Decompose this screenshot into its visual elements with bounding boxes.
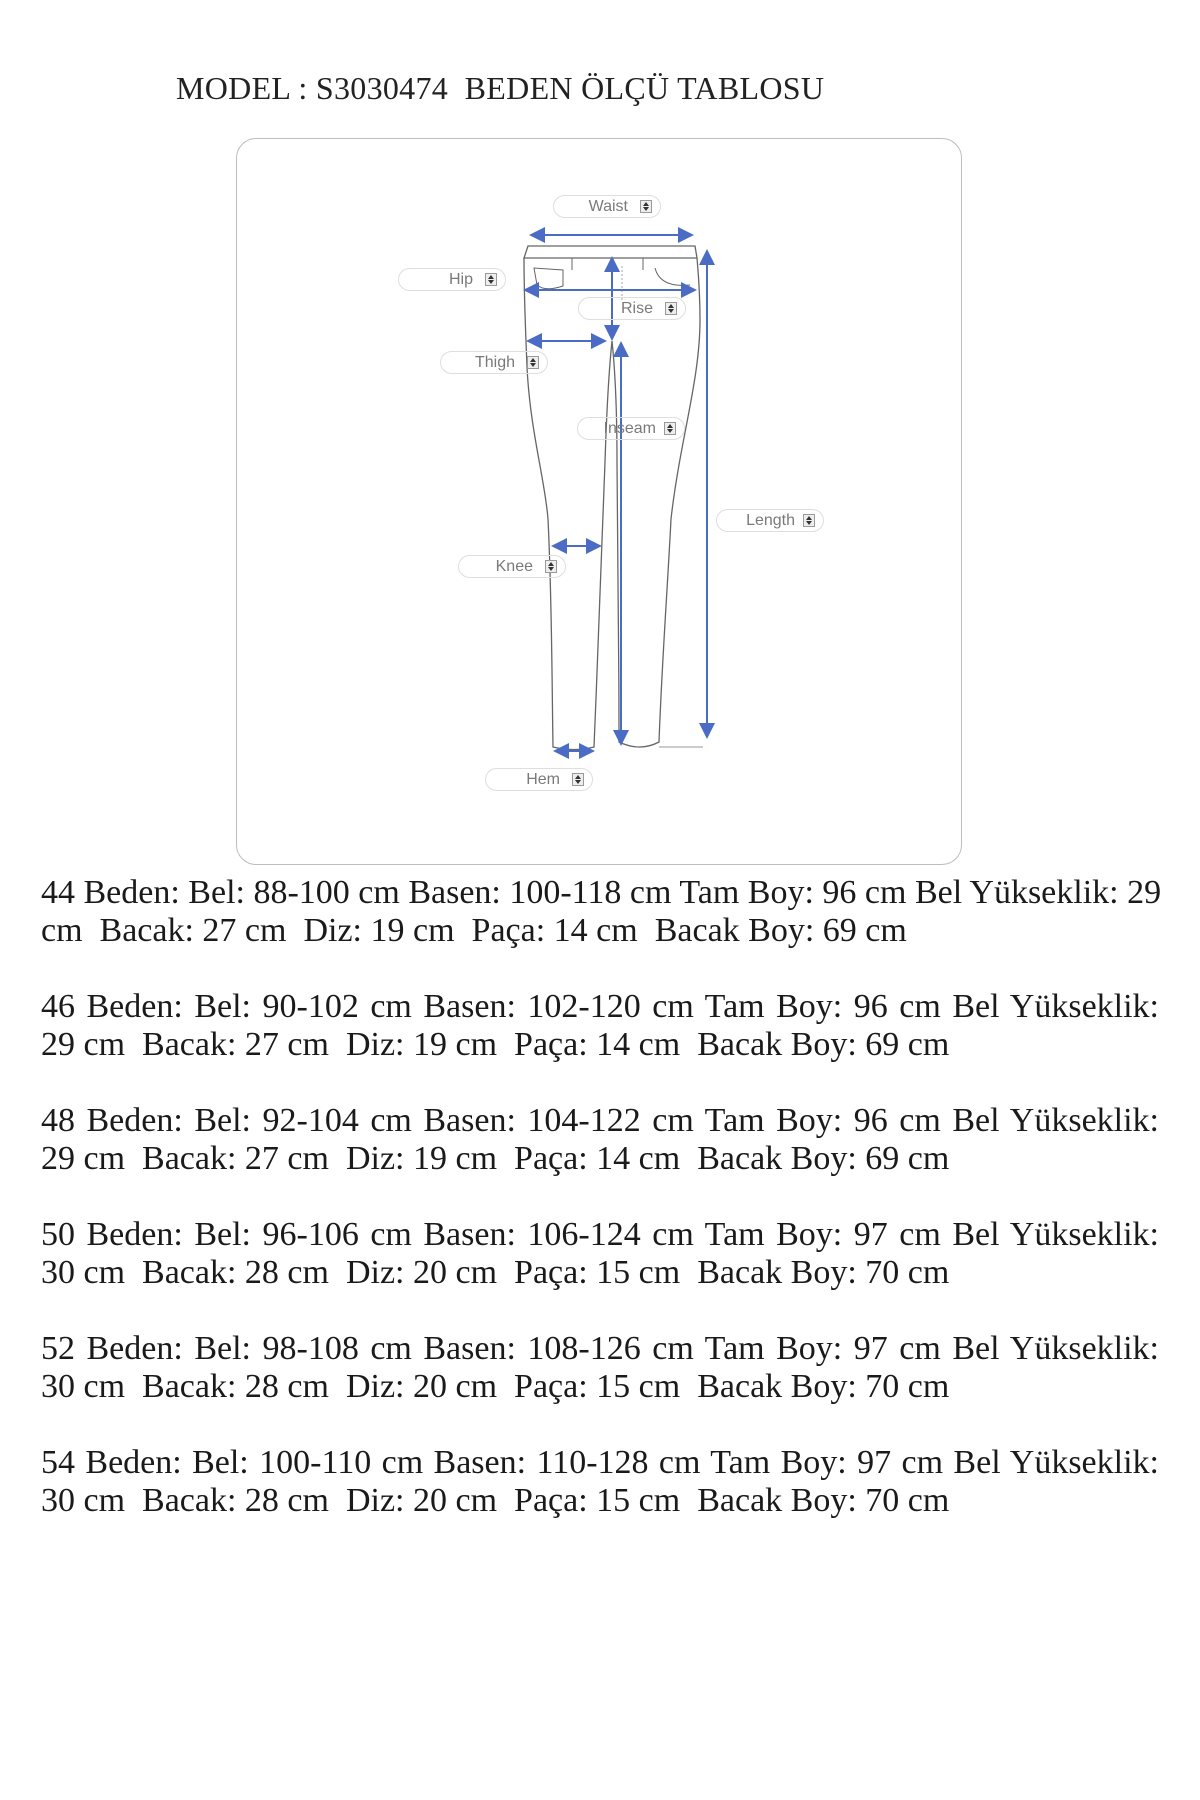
size-entry-46: 46 Beden: Bel: 90-102 cm Basen: 102-120 …	[41, 988, 1159, 1102]
knee-text: Knee	[495, 558, 533, 575]
spinner-icon	[527, 356, 539, 369]
thigh-text: Thigh	[474, 354, 515, 371]
size-line: 29 cm Bacak: 27 cm Diz: 19 cm Paça: 14 c…	[41, 1026, 950, 1063]
hem-text: Hem	[526, 771, 560, 788]
spinner-icon	[803, 514, 815, 527]
size-line: 48 Beden: Bel: 92-104 cm Basen: 104-122 …	[41, 1102, 1159, 1139]
spinner-icon	[664, 422, 676, 435]
measure-arrows	[523, 227, 715, 759]
length-label: Length	[716, 509, 824, 532]
diagram-panel	[236, 138, 962, 865]
thigh-label: Thigh	[440, 351, 548, 374]
rise-label: Rise	[578, 297, 686, 320]
hip-label: Hip	[398, 268, 506, 291]
inseam-label: Inseam	[577, 417, 685, 440]
page-title: MODEL : S3030474 BEDEN ÖLÇÜ TABLOSU	[176, 70, 825, 106]
size-entry-54: 54 Beden: Bel: 100-110 cm Basen: 110-128…	[41, 1444, 1159, 1558]
size-line: 52 Beden: Bel: 98-108 cm Basen: 108-126 …	[41, 1330, 1159, 1367]
waist-label: Waist	[553, 195, 661, 218]
size-list: 44 Beden: Bel: 88-100 cm Basen: 100-118 …	[41, 874, 1162, 1558]
size-line: 44 Beden: Bel: 88-100 cm Basen: 100-118 …	[41, 874, 1162, 911]
size-entry-52: 52 Beden: Bel: 98-108 cm Basen: 108-126 …	[41, 1330, 1159, 1444]
pants-outline	[523, 245, 703, 751]
size-line: 30 cm Bacak: 28 cm Diz: 20 cm Paça: 15 c…	[41, 1254, 950, 1291]
spinner-icon	[665, 302, 677, 315]
size-line: 29 cm Bacak: 27 cm Diz: 19 cm Paça: 14 c…	[41, 1140, 950, 1177]
knee-label: Knee	[458, 555, 566, 578]
size-entry-44: 44 Beden: Bel: 88-100 cm Basen: 100-118 …	[41, 874, 1162, 988]
spinner-icon	[545, 560, 557, 573]
size-line: cm Bacak: 27 cm Diz: 19 cm Paça: 14 cm B…	[41, 912, 907, 949]
size-entry-48: 48 Beden: Bel: 92-104 cm Basen: 104-122 …	[41, 1102, 1159, 1216]
spinner-icon	[640, 200, 652, 213]
size-line: 46 Beden: Bel: 90-102 cm Basen: 102-120 …	[41, 988, 1159, 1025]
size-line: 50 Beden: Bel: 96-106 cm Basen: 106-124 …	[41, 1216, 1159, 1253]
length-text: Length	[746, 512, 795, 529]
hem-label: Hem	[485, 768, 593, 791]
spinner-icon	[572, 773, 584, 786]
waist-text: Waist	[588, 198, 628, 215]
hip-text: Hip	[448, 271, 473, 288]
size-line: 30 cm Bacak: 28 cm Diz: 20 cm Paça: 15 c…	[41, 1482, 950, 1519]
rise-text: Rise	[620, 300, 653, 317]
spinner-icon	[485, 273, 497, 286]
inseam-text: Inseam	[603, 420, 656, 437]
size-line: 30 cm Bacak: 28 cm Diz: 20 cm Paça: 15 c…	[41, 1368, 950, 1405]
size-entry-50: 50 Beden: Bel: 96-106 cm Basen: 106-124 …	[41, 1216, 1159, 1330]
size-line: 54 Beden: Bel: 100-110 cm Basen: 110-128…	[41, 1444, 1159, 1481]
